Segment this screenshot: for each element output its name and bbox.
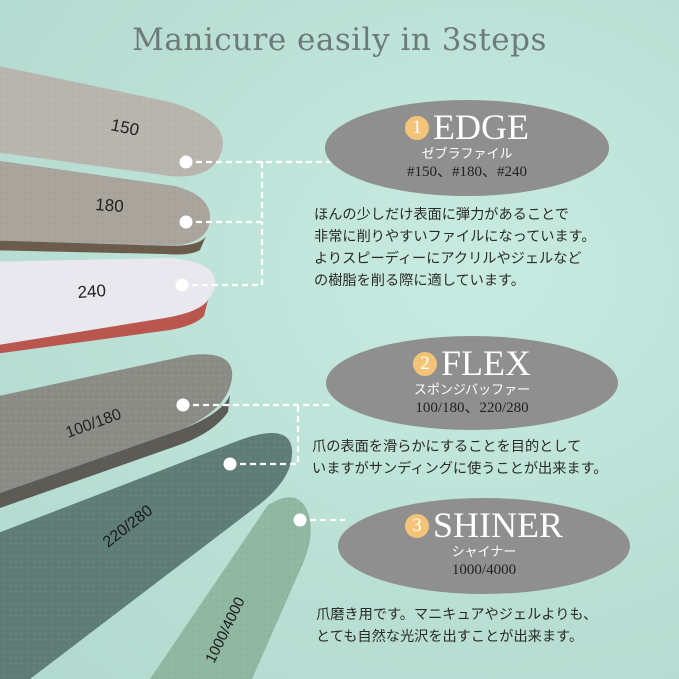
step-3-name: SHINER xyxy=(432,505,563,545)
step-1-description-line: の樹脂を削る際に適しています。 xyxy=(314,273,525,289)
step-1-description-line: よりスピーディーにアクリルやジェルなど xyxy=(314,251,582,267)
step-3-grits: 1000/4000 xyxy=(451,562,517,578)
file-100-180: 100/180 xyxy=(0,354,233,508)
connector-dots xyxy=(175,155,307,527)
step-2-grits: 100/180、220/280 xyxy=(415,400,529,416)
step-2-subtitle: スポンジバッファー xyxy=(413,383,531,398)
step-1-number-badge: 1 xyxy=(405,116,429,140)
step-1-grits: #150、#180、#240 xyxy=(406,164,527,180)
step-3-description-line: とても自然な光沢を出すことが出来ます。 xyxy=(316,629,584,645)
file-150: 150 xyxy=(0,66,223,177)
file-240: 240 xyxy=(0,258,216,354)
step-1-description-line: 非常に削りやすいファイルになっています。 xyxy=(314,229,596,245)
step-3-description-line: 爪磨き用です。マニキュアやジェルよりも、 xyxy=(316,607,598,623)
page-title: Manicure easily in 3steps xyxy=(132,22,547,58)
step-2-description: 爪の表面を滑らかにすることを目的として いますがサンディングに使うことが出来ます… xyxy=(312,436,608,480)
file-label-180: 180 xyxy=(95,195,125,216)
file-220-280: 220/280 xyxy=(0,433,293,679)
step-2-number-badge: 2 xyxy=(413,352,437,376)
file-label-240: 240 xyxy=(77,281,107,302)
step-2-description-line: いますがサンディングに使うことが出来ます。 xyxy=(312,461,608,477)
file-1000-4000: 1000/4000 xyxy=(150,497,311,679)
connector-lines xyxy=(182,160,345,522)
file-180: 180 xyxy=(0,160,211,255)
step-3-description: 爪磨き用です。マニキュアやジェルよりも、 とても自然な光沢を出すことが出来ます。 xyxy=(316,604,597,648)
step-1-description-line: ほんの少しだけ表面に弾力があることで xyxy=(314,207,569,223)
step-3-number-badge: 3 xyxy=(404,514,429,538)
step-2-description-line: 爪の表面を滑らかにすることを目的として xyxy=(312,439,582,455)
step-1-name: EDGE xyxy=(433,107,529,147)
step-1-subtitle: ゼブラファイル xyxy=(421,147,513,162)
step-1-description: ほんの少しだけ表面に弾力があることで 非常に削りやすいファイルになっています。 … xyxy=(314,204,596,292)
step-2-name: FLEX xyxy=(441,343,531,383)
step-3-subtitle: シャイナー xyxy=(451,545,517,560)
